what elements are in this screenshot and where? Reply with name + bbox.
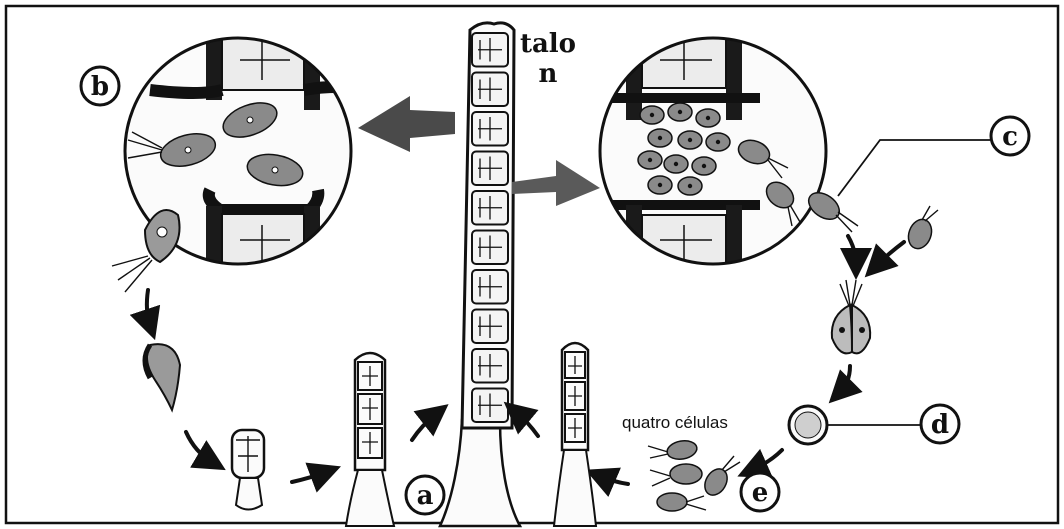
thallus-ploidy: n [539, 59, 558, 89]
zoospore-swimming [112, 210, 180, 292]
gamete-nucleus [658, 136, 662, 140]
young-filament-right [554, 343, 596, 526]
arrow-gamete-fusion-2 [876, 242, 904, 266]
svg-text:e: e [752, 478, 769, 508]
arrow-left-2 [186, 432, 212, 462]
arrow-to-zygote [840, 366, 850, 392]
gamete-nucleus [678, 110, 682, 114]
svg-text:a: a [417, 481, 434, 511]
four-cells-caption: quatro células [622, 413, 728, 432]
arrow-left-3 [292, 472, 326, 482]
four-zoospores [648, 439, 740, 511]
zoospore-settling [145, 344, 180, 410]
gamete-nucleus [688, 184, 692, 188]
svg-text:b: b [91, 72, 109, 102]
arrow-to-zoosporangium [358, 96, 455, 152]
fusing-gametes [832, 280, 870, 353]
gamete-nucleus [658, 183, 662, 187]
label-d: d [828, 405, 959, 443]
gamete-nucleus [674, 162, 678, 166]
svg-text:d: d [931, 410, 949, 440]
arrow-to-adult-right [516, 412, 538, 436]
zygote [789, 406, 827, 444]
young-filament-left [346, 353, 394, 526]
label-a: a [406, 476, 444, 514]
thallus-name: talo [520, 29, 576, 59]
label-e: e [741, 473, 779, 511]
gamete-nucleus [688, 138, 692, 142]
arrow-to-adult-left [412, 414, 436, 440]
gamete-nucleus [706, 116, 710, 120]
label-b: b [81, 67, 119, 105]
arrow-cells-to-filament [600, 476, 628, 484]
gamete-nucleus [702, 164, 706, 168]
gametangium-magnified [600, 30, 826, 275]
germling-one-cell [232, 430, 264, 510]
arrow-gamete-fusion-1 [848, 236, 856, 264]
arrow-to-gametangium [512, 160, 600, 206]
label-c: c [838, 117, 1029, 196]
gamete-nucleus [716, 140, 720, 144]
svg-text:c: c [1002, 122, 1018, 152]
gamete-nucleus [648, 158, 652, 162]
arrow-zygote-to-cells [752, 450, 782, 470]
gamete-nucleus [650, 113, 654, 117]
arrow-left-1 [147, 290, 150, 325]
